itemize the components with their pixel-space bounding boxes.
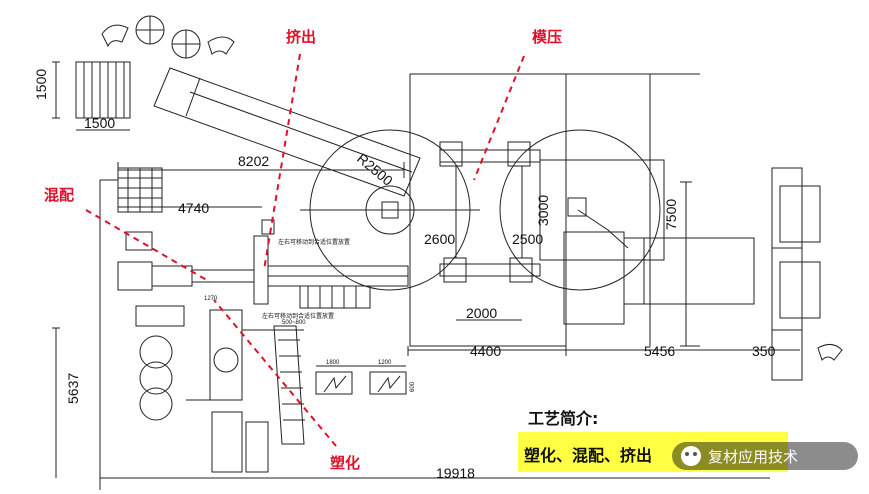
dim-2000: 2000: [466, 305, 497, 321]
note-movable-top: 左右可移动到合适位置放置: [278, 238, 350, 246]
electrical-cabinets: [315, 365, 407, 395]
label-molding: 模压: [532, 28, 562, 46]
dim-19918: 19918: [436, 465, 475, 481]
dim-8202: 8202: [238, 153, 269, 169]
callout-content: 塑化、混配、挤出: [524, 446, 652, 465]
dim-500-800: 500~800: [282, 320, 306, 326]
callout-title: 工艺简介:: [528, 409, 598, 428]
label-mixing: 混配: [44, 186, 74, 204]
dim-1270: 1270: [204, 296, 218, 302]
dim-r2500: R2500: [354, 150, 396, 189]
dim-1500-vertical: 1500: [33, 69, 49, 100]
mixing-hopper: [117, 167, 163, 251]
unloading-station: [410, 73, 755, 347]
callout-highlight: [518, 432, 788, 472]
note-movable-bottom: 左右可移动到合适位置放置: [262, 312, 334, 320]
aux-equipment: [135, 305, 304, 473]
dim-4740: 4740: [178, 200, 209, 216]
dim-1200: 1200: [378, 360, 392, 366]
dim-350: 350: [752, 343, 776, 359]
label-extrusion: 挤出: [286, 28, 316, 46]
watermark-pill: [672, 442, 858, 470]
watermark-text: 复材应用技术: [708, 448, 798, 466]
extruder-line: [117, 219, 409, 309]
dim-1500-horizontal: 1500: [84, 115, 115, 131]
dim-3000: 3000: [535, 195, 551, 226]
callout-leader-lines: [85, 53, 525, 447]
transfer-conveyor: [273, 325, 305, 445]
dim-7500: 7500: [663, 199, 679, 230]
rotary-table: [300, 129, 661, 291]
label-plasticizing: 塑化: [330, 454, 360, 472]
dim-4400: 4400: [470, 343, 501, 359]
dim-5637: 5637: [65, 373, 81, 404]
dim-2500: 2500: [512, 231, 543, 247]
dim-1800: 1800: [326, 360, 340, 366]
dim-5456: 5456: [644, 343, 675, 359]
turntable-symbols: [101, 15, 235, 59]
inclined-conveyor: [153, 67, 421, 197]
pallet-stack: [52, 61, 131, 131]
dim-2600: 2600: [424, 231, 455, 247]
wechat-icon: [681, 446, 701, 466]
dim-600: 600: [410, 381, 416, 392]
outfeed-conveyor: [771, 167, 843, 381]
